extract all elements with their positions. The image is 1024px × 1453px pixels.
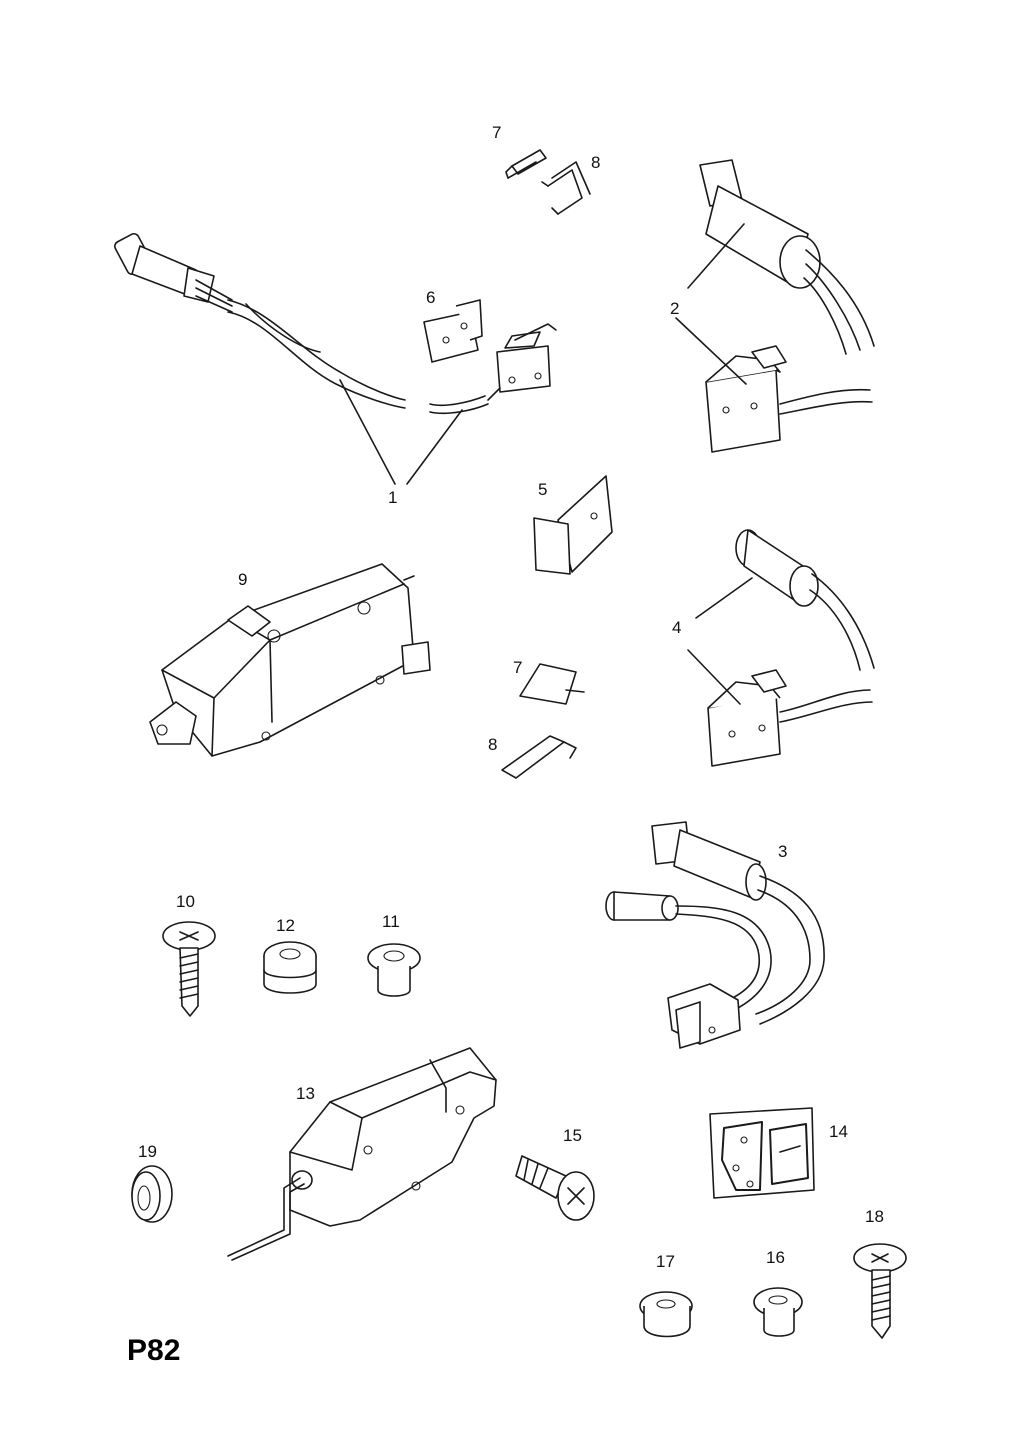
callout-5: 5 <box>538 480 548 499</box>
callout-16: 16 <box>766 1248 785 1267</box>
page-code: P82 <box>127 1334 181 1367</box>
part-1-wiring-harness <box>114 232 557 485</box>
callout-2: 2 <box>670 299 680 318</box>
part-7-clip-mid <box>519 663 585 705</box>
part-8-clip-top <box>541 161 591 215</box>
part-12-grommet <box>263 941 317 994</box>
callout-8-top: 8 <box>591 153 601 172</box>
callout-15: 15 <box>563 1126 582 1145</box>
callout-13: 13 <box>296 1084 315 1103</box>
part-18-screw <box>853 1243 907 1339</box>
part-19-grommet <box>131 1165 173 1223</box>
callout-12: 12 <box>276 916 295 935</box>
callout-19: 19 <box>138 1142 157 1161</box>
callout-10: 10 <box>176 892 195 911</box>
part-14-gasket <box>709 1107 815 1199</box>
part-10-screw <box>162 921 216 1017</box>
part-8-clip-mid <box>501 735 577 779</box>
part-11-bush <box>367 943 421 997</box>
callout-18: 18 <box>865 1207 884 1226</box>
part-5-plate <box>533 475 613 575</box>
callout-4: 4 <box>672 618 682 637</box>
part-9-actuator <box>149 563 431 757</box>
part-6-bracket <box>423 299 483 363</box>
part-3-dual-harness <box>605 821 825 1049</box>
part-13-actuator-rod <box>227 1047 497 1261</box>
callout-7-mid: 7 <box>513 658 523 677</box>
callout-9: 9 <box>238 570 248 589</box>
callout-11: 11 <box>382 912 400 931</box>
callout-7-top: 7 <box>492 123 502 142</box>
part-7-clip-top <box>505 149 547 179</box>
callout-14: 14 <box>829 1122 848 1141</box>
part-4-switch-connector <box>687 529 875 767</box>
callout-6: 6 <box>426 288 436 307</box>
part-17-grommet <box>639 1291 693 1338</box>
callout-1: 1 <box>388 488 398 507</box>
callout-3: 3 <box>778 842 788 861</box>
part-15-screw <box>515 1155 595 1221</box>
part-16-bush <box>753 1287 803 1337</box>
part-2-switch-connector <box>675 159 875 453</box>
callout-8-mid: 8 <box>488 735 498 754</box>
callout-17: 17 <box>656 1252 675 1271</box>
